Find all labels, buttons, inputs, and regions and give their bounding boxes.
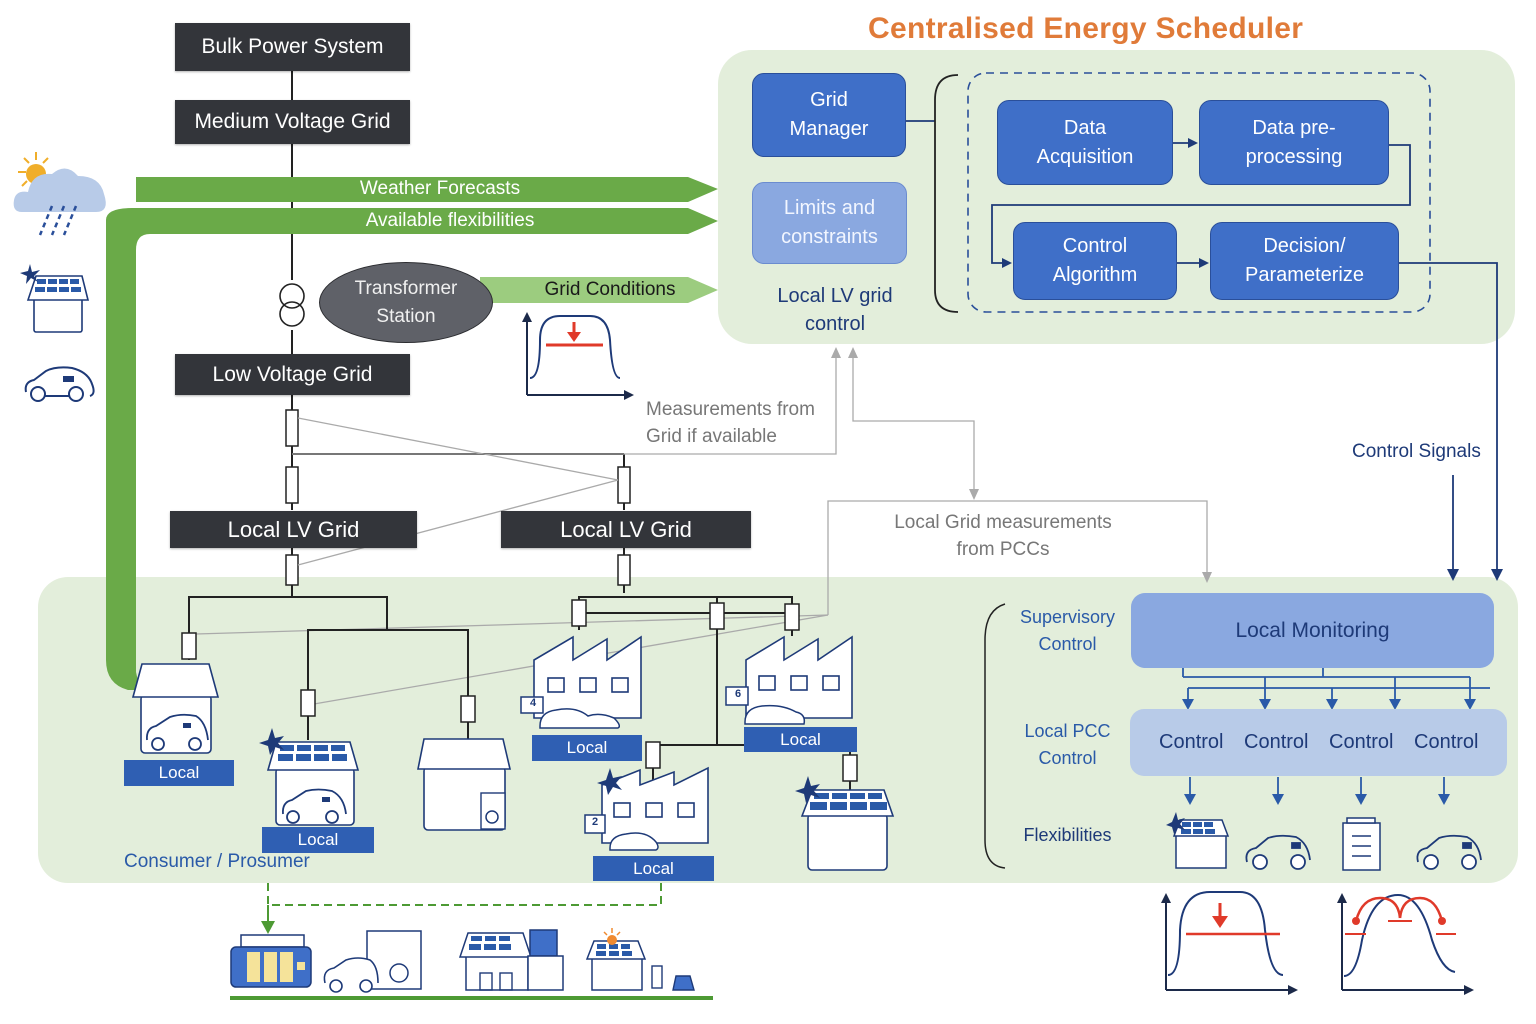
weather-flow-arrow bbox=[136, 177, 718, 202]
ev-charger-icon bbox=[323, 930, 422, 993]
measurements-from-grid-label: Measurements from Grid if available bbox=[646, 399, 815, 447]
pcc-control-row bbox=[1130, 709, 1507, 776]
peak-limit-chart-1 bbox=[522, 312, 634, 400]
house-heatpump-icon bbox=[417, 738, 512, 831]
solar-building-icon bbox=[795, 776, 895, 871]
weather-forecasts-label: Weather Forecasts bbox=[359, 178, 521, 199]
load-shift-chart bbox=[1337, 893, 1474, 995]
control-item-3: Control bbox=[1329, 731, 1394, 753]
flex-ev-icon-1 bbox=[1245, 834, 1311, 870]
control-algorithm-box: Control Algorithm bbox=[1013, 222, 1177, 300]
local-badge-5: Local bbox=[593, 856, 714, 881]
processing-pipeline-frame bbox=[967, 72, 1431, 313]
supervisory-control-label: Supervisory Control bbox=[1019, 607, 1116, 654]
local-lv-grid-box-1: Local LV Grid bbox=[170, 511, 417, 548]
parking-sign-2: 2 bbox=[591, 816, 599, 828]
control-item-4: Control bbox=[1414, 731, 1479, 753]
house-ev-icon bbox=[131, 663, 220, 754]
consumer-prosumer-label: Consumer / Prosumer bbox=[124, 851, 310, 872]
local-badge-1: Local bbox=[124, 760, 234, 786]
peak-limit-chart-2 bbox=[1161, 891, 1298, 995]
local-badge-4: Local bbox=[744, 727, 857, 752]
hierarchy-brace bbox=[984, 603, 1006, 869]
local-monitoring-box: Local Monitoring bbox=[1131, 593, 1494, 668]
medium-voltage-grid-box: Medium Voltage Grid bbox=[175, 100, 410, 144]
factory-ev-icon-1 bbox=[520, 635, 642, 729]
factory-ev-icon-2 bbox=[725, 635, 853, 725]
limits-constraints-box: Limits and constraints bbox=[752, 182, 907, 264]
grid-conditions-arrow bbox=[480, 277, 718, 303]
bulk-power-system-box: Bulk Power System bbox=[175, 23, 410, 71]
local-badge-3: Local bbox=[532, 735, 642, 761]
local-badge-2: Local bbox=[262, 827, 374, 853]
solar-house-icon bbox=[20, 264, 90, 333]
solar-house-generator-icon bbox=[585, 928, 695, 991]
grid-manager-box: Grid Manager bbox=[752, 73, 906, 157]
flexibilities-label: Flexibilities bbox=[1023, 825, 1112, 845]
low-voltage-grid-box: Low Voltage Grid bbox=[175, 354, 410, 395]
data-acquisition-box: Data Acquisition bbox=[997, 100, 1173, 185]
solar-shop-icon bbox=[458, 929, 564, 991]
weather-icon bbox=[13, 152, 106, 236]
local-pcc-control-label: Local PCC Control bbox=[1024, 721, 1111, 768]
grid-conditions-label: Grid Conditions bbox=[544, 279, 676, 300]
control-item-1: Control bbox=[1159, 731, 1224, 753]
local-grid-measurements-label: Local Grid measurements from PCCs bbox=[894, 512, 1112, 560]
pcc-meters bbox=[285, 409, 631, 586]
local-lv-grid-control-label: Local LV grid control bbox=[777, 285, 893, 335]
scheduler-title: Centralised Energy Scheduler bbox=[868, 12, 1304, 45]
available-flexibilities-label: Available flexibilities bbox=[365, 210, 535, 231]
parking-sign-4: 4 bbox=[529, 697, 537, 709]
transformer-station: Transformer Station bbox=[319, 262, 493, 343]
battery-storage-icon bbox=[230, 934, 312, 988]
control-item-2: Control bbox=[1244, 731, 1309, 753]
data-preprocessing-box: Data pre- processing bbox=[1199, 100, 1389, 185]
local-lv-grid-box-2: Local LV Grid bbox=[501, 511, 751, 548]
parking-sign-6: 6 bbox=[734, 688, 742, 700]
transformer-symbol bbox=[279, 283, 305, 327]
control-signals-label: Control Signals bbox=[1352, 441, 1481, 462]
electric-car-icon bbox=[24, 366, 95, 402]
decision-parameterize-box: Decision/ Parameterize bbox=[1210, 222, 1399, 300]
flex-ev-icon-2 bbox=[1416, 834, 1482, 870]
factory-ev-icon-3 bbox=[584, 766, 709, 851]
flex-solar-house-icon bbox=[1166, 812, 1230, 869]
flex-battery-icon bbox=[1342, 817, 1381, 871]
solar-house-ev-icon bbox=[259, 728, 360, 826]
